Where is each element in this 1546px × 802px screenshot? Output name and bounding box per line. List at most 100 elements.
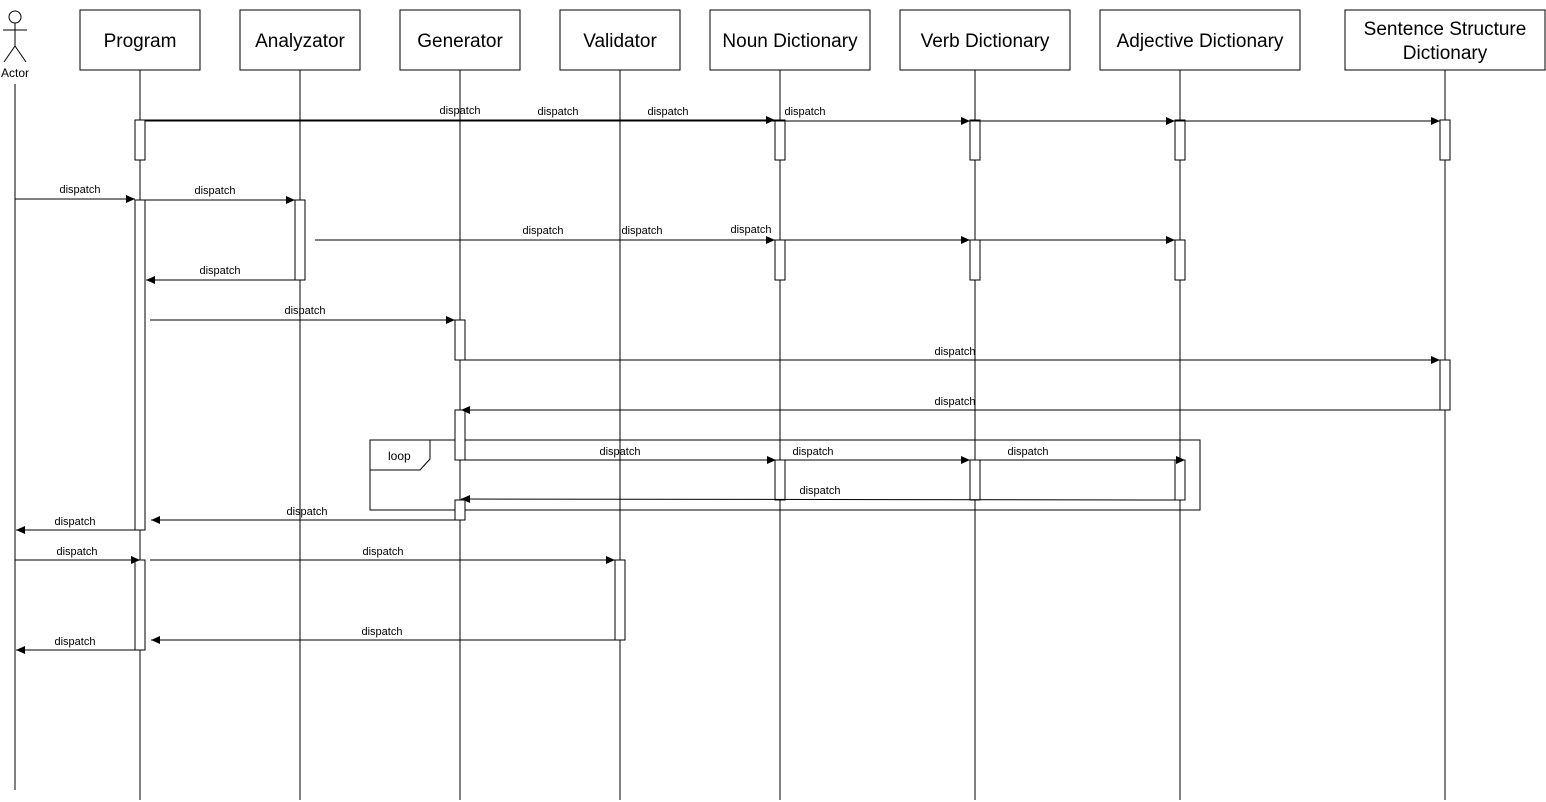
participant-box xyxy=(709,9,871,71)
activation-bar xyxy=(454,499,466,521)
loop-frame-tab xyxy=(370,440,431,471)
message: dispatch xyxy=(315,225,970,244)
message-label: dispatch xyxy=(55,636,96,648)
participant-generator: Generator xyxy=(399,9,521,71)
message-label: dispatch xyxy=(440,105,481,117)
participant-label-line: Verb Dictionary xyxy=(921,31,1050,52)
participant-label: Analyzator xyxy=(255,31,345,52)
message: dispatch xyxy=(151,626,615,644)
message-label: dispatch xyxy=(935,346,976,358)
stick-figure-icon xyxy=(3,10,27,63)
lifelines xyxy=(14,70,1446,800)
activation-bar xyxy=(774,239,786,281)
activation-bar xyxy=(1439,119,1451,161)
participant-verb-dictionary: Verb Dictionary xyxy=(899,9,1071,71)
participant-label-line: Generator xyxy=(417,31,503,52)
message-label: dispatch xyxy=(538,106,579,118)
activation-bar xyxy=(454,409,466,461)
message-label: dispatch xyxy=(55,516,96,528)
participant-label: Program xyxy=(104,31,177,52)
actor-label: Actor xyxy=(1,66,29,80)
participant-box xyxy=(239,9,361,71)
activation-bar xyxy=(774,459,786,501)
message-label: dispatch xyxy=(523,225,564,237)
message: dispatch xyxy=(145,185,295,204)
message-label: dispatch xyxy=(793,446,834,458)
message-label: dispatch xyxy=(731,224,772,236)
participant-adjective-dictionary: Adjective Dictionary xyxy=(1099,9,1301,71)
participant-label-line: Program xyxy=(104,31,177,52)
message: dispatch xyxy=(15,184,135,203)
message-label: dispatch xyxy=(362,626,403,638)
message-label: dispatch xyxy=(285,305,326,317)
message: dispatch xyxy=(150,546,615,564)
message: dispatch xyxy=(465,446,776,464)
message-arrow xyxy=(460,495,1176,504)
participant-label-line: Validator xyxy=(583,31,657,52)
message: dispatch xyxy=(150,305,455,324)
message-label: dispatch xyxy=(363,546,404,558)
participant-validator: Validator xyxy=(559,9,681,71)
message-label: dispatch xyxy=(785,106,826,118)
participant-label-line: Noun Dictionary xyxy=(722,31,858,52)
message-label: dispatch xyxy=(60,184,101,196)
message-label: dispatch xyxy=(195,185,236,197)
message-label: dispatch xyxy=(57,546,98,558)
message: dispatch xyxy=(151,506,455,524)
activation-bar xyxy=(614,559,626,641)
participant-box xyxy=(399,9,521,71)
message-label: dispatch xyxy=(648,106,689,118)
participant-label-line: Adjective Dictionary xyxy=(1117,31,1284,52)
message: dispatch xyxy=(146,265,295,284)
message: dispatch xyxy=(315,224,1175,244)
activation-bar xyxy=(454,319,466,361)
participant-program: Program xyxy=(79,9,201,71)
message-label: dispatch xyxy=(600,446,641,458)
participant-label-line: Dictionary xyxy=(1403,43,1488,64)
activations xyxy=(134,119,1451,651)
actor: Actor xyxy=(1,10,29,80)
activation-bar xyxy=(1439,359,1451,411)
message-label: dispatch xyxy=(200,265,241,277)
message: dispatch xyxy=(15,546,140,564)
activation-bar xyxy=(1174,119,1186,161)
activation-bar xyxy=(774,119,786,161)
message: dispatch xyxy=(145,106,1440,125)
activation-bar xyxy=(294,199,306,281)
participant-label: Adjective Dictionary xyxy=(1117,31,1284,52)
activation-bar xyxy=(134,199,146,531)
message: dispatch xyxy=(315,225,775,244)
activation-bar xyxy=(969,239,981,281)
activation-bar xyxy=(134,559,146,651)
activation-bar xyxy=(1174,459,1186,501)
message: dispatch xyxy=(465,346,1440,364)
activation-bar xyxy=(134,119,146,161)
message-label: dispatch xyxy=(1008,446,1049,458)
message-label: dispatch xyxy=(800,485,841,497)
message: dispatch xyxy=(785,446,970,464)
participant-analyzator: Analyzator xyxy=(239,9,361,71)
messages: dispatch dispatch dispatch dispatch disp… xyxy=(15,105,1440,654)
participant-box xyxy=(899,9,1071,71)
participant-label-line: Sentence Structure xyxy=(1364,19,1527,40)
activation-bar xyxy=(1174,239,1186,281)
participant-label: Validator xyxy=(583,31,657,52)
message: dispatch xyxy=(460,485,1176,504)
participant-noun-dictionary: Noun Dictionary xyxy=(709,9,871,71)
participant-box xyxy=(1099,9,1301,71)
participant-box xyxy=(79,9,201,71)
message-label: dispatch xyxy=(935,396,976,408)
activation-bar xyxy=(969,119,981,161)
participant-box xyxy=(559,9,681,71)
message: dispatch xyxy=(980,446,1185,464)
participant-label: Verb Dictionary xyxy=(921,31,1050,52)
participant-label-line: Analyzator xyxy=(255,31,345,52)
message: dispatch xyxy=(16,516,135,534)
message-label: dispatch xyxy=(622,225,663,237)
participant-label: Noun Dictionary xyxy=(722,31,858,52)
message: dispatch xyxy=(145,105,775,124)
participant-label: Generator xyxy=(417,31,503,52)
